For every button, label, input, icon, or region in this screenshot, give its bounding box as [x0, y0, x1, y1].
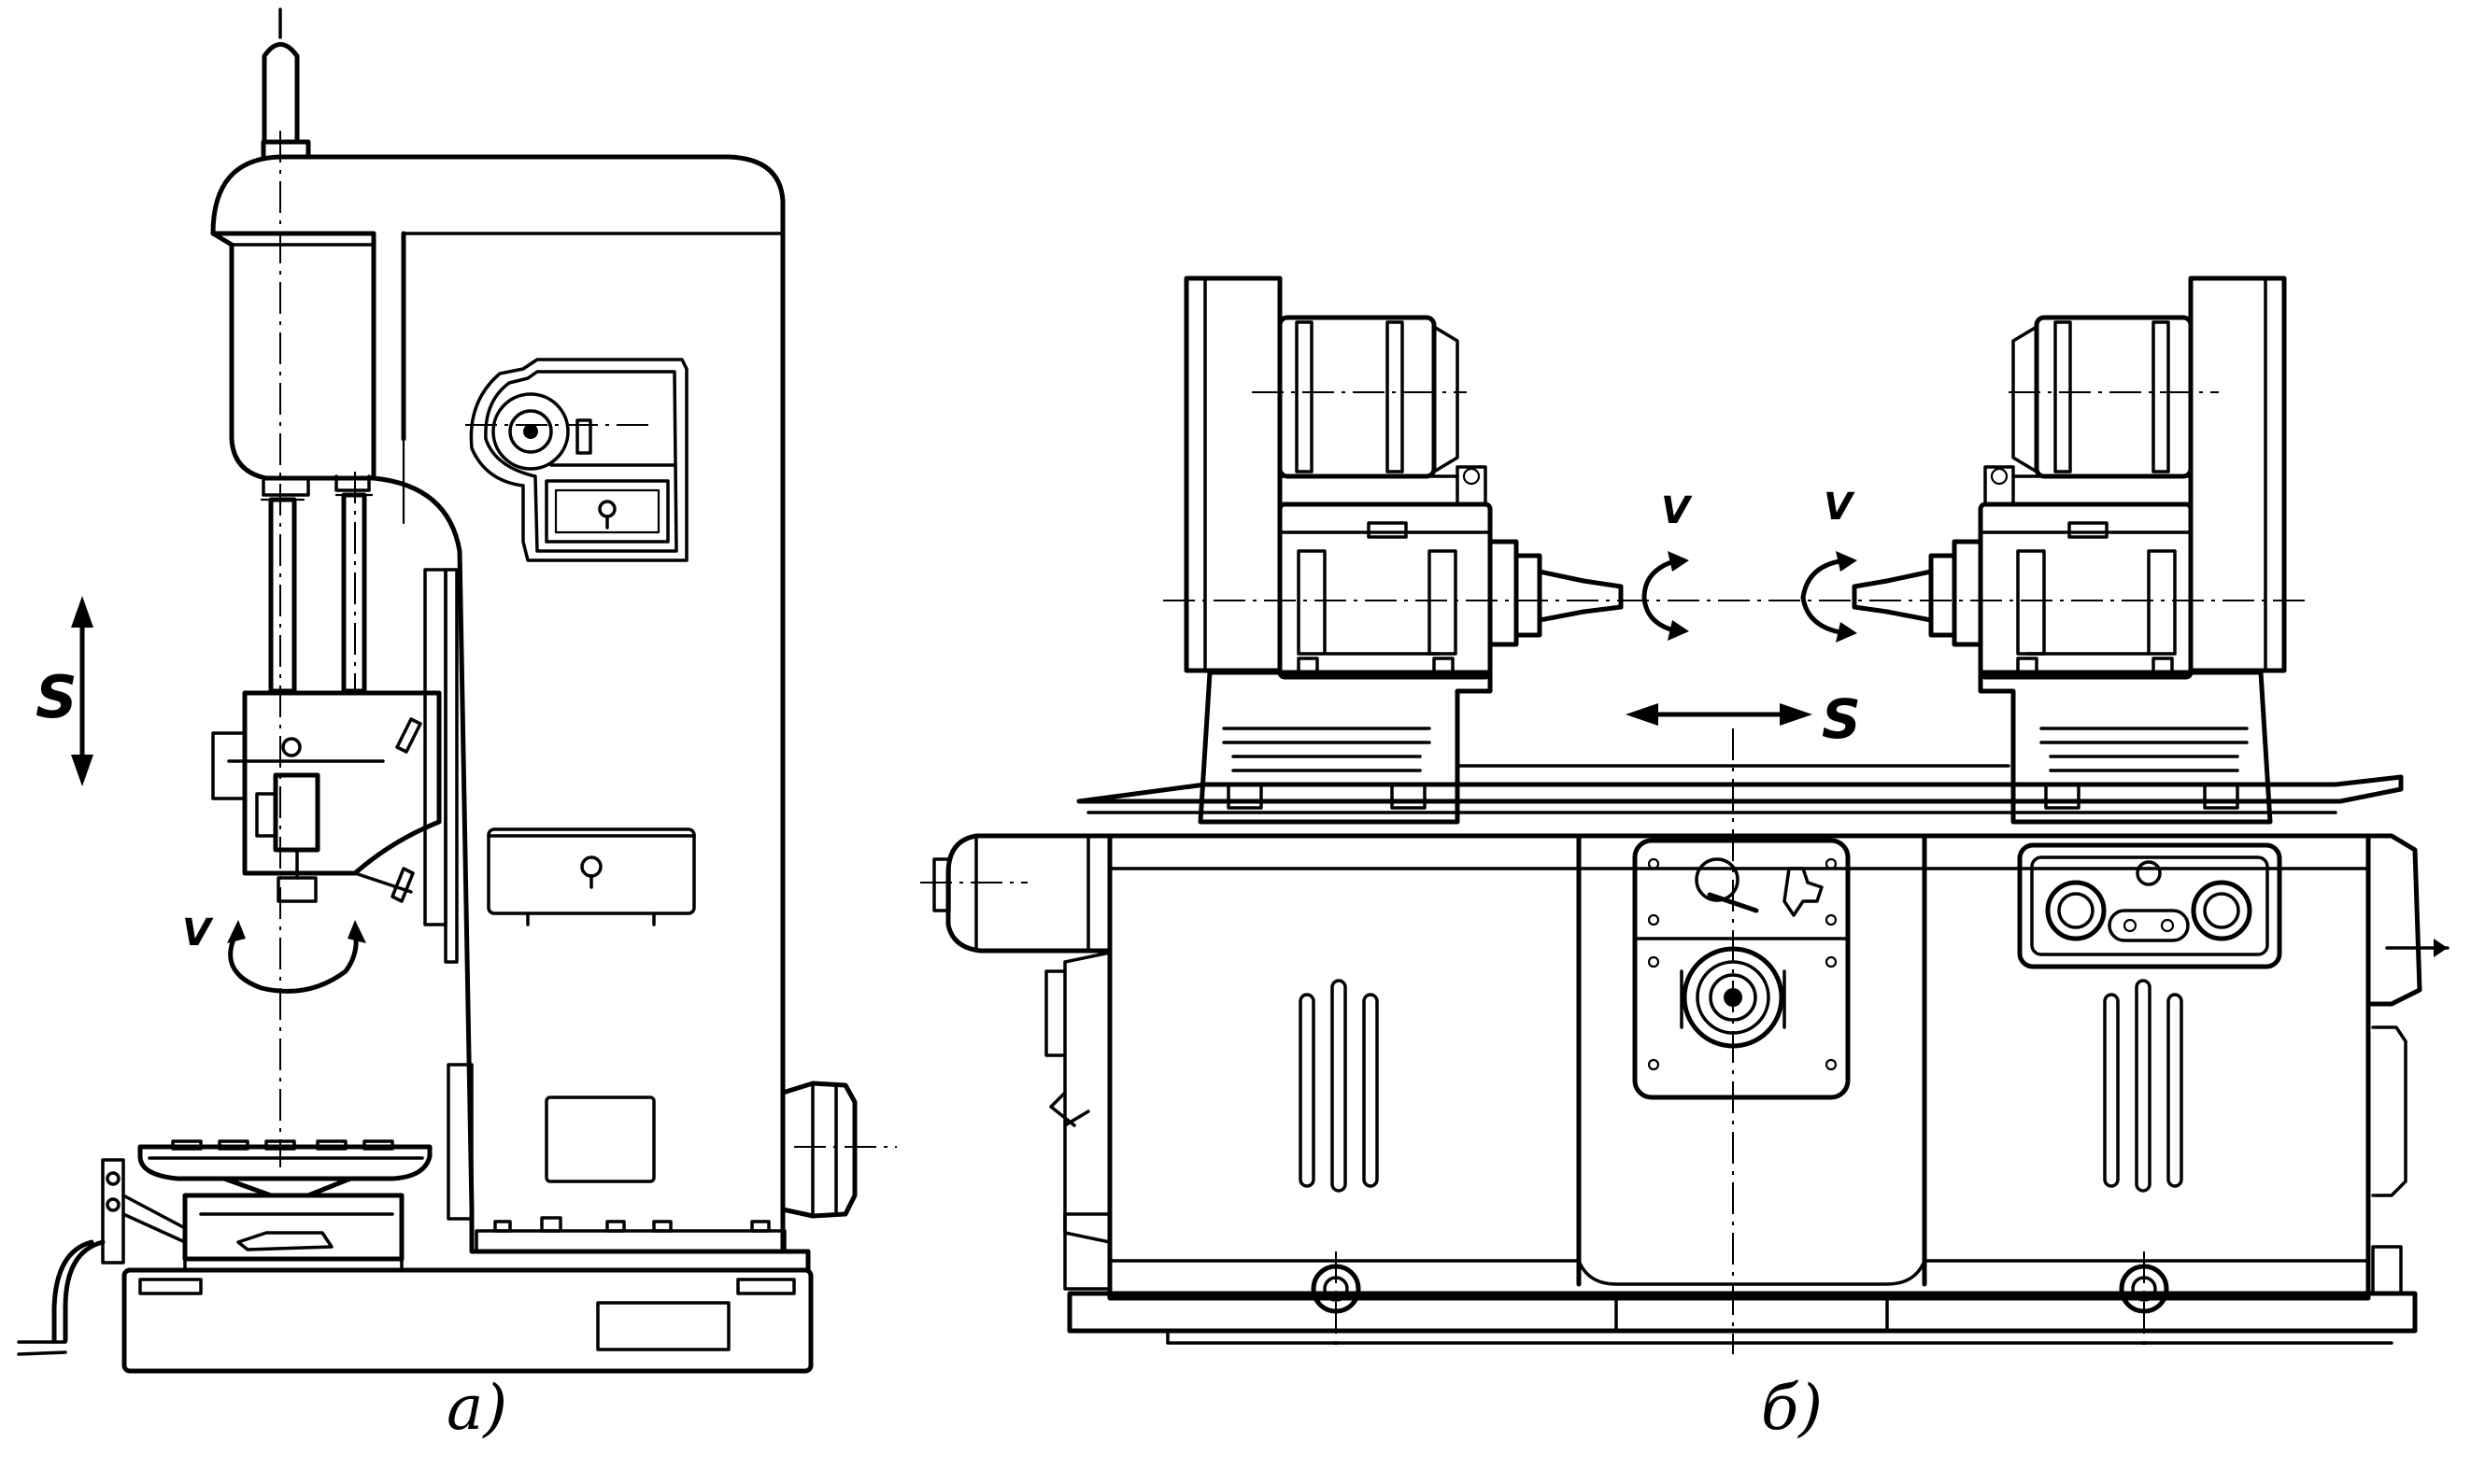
- column-door: [545, 1095, 656, 1183]
- horizontal-double-machine: V V S б): [920, 276, 2450, 1444]
- machine-base: [121, 1207, 814, 1374]
- column-slide: [447, 1063, 474, 1221]
- vertical-drilling-machine: V S: [17, 7, 897, 1444]
- caption-a: а): [447, 1372, 507, 1444]
- rotation-arrow-b-left: V: [1641, 489, 1693, 641]
- control-panel-middle: [487, 827, 696, 926]
- feed-label-a: S: [36, 663, 78, 731]
- speed-label-b-left: V: [1661, 489, 1693, 532]
- side-motor-a: [780, 1081, 858, 1219]
- rotation-arrow-a: V: [182, 912, 366, 994]
- spindle-head: [211, 690, 442, 903]
- feed-arrow-a: S: [36, 596, 93, 786]
- rotation-arrow-b-right: V: [1800, 486, 1857, 643]
- caption-b: б): [1761, 1372, 1823, 1444]
- right-control-panel: [2017, 842, 2282, 969]
- table-lever: [17, 1158, 187, 1356]
- machine-head: [210, 7, 786, 481]
- bed-end-handwheel: [2365, 833, 2450, 1295]
- speed-label-b-right: V: [1824, 486, 1855, 529]
- machine-bed: [1067, 833, 2418, 1345]
- machine-column: [371, 198, 786, 1212]
- feed-arrow-b: S: [1626, 687, 1861, 751]
- spindle-guides: [260, 474, 459, 964]
- right-spindle-unit: [1852, 276, 2287, 825]
- feed-label-b: S: [1822, 687, 1861, 751]
- bed-rail: [1076, 764, 2404, 814]
- control-panel-upper: [469, 358, 689, 562]
- speed-label-a: V: [182, 912, 214, 954]
- bed-side-motor-left: [932, 833, 1113, 1291]
- left-spindle-unit: [1184, 276, 1624, 825]
- central-control-panel: [1632, 838, 1851, 1100]
